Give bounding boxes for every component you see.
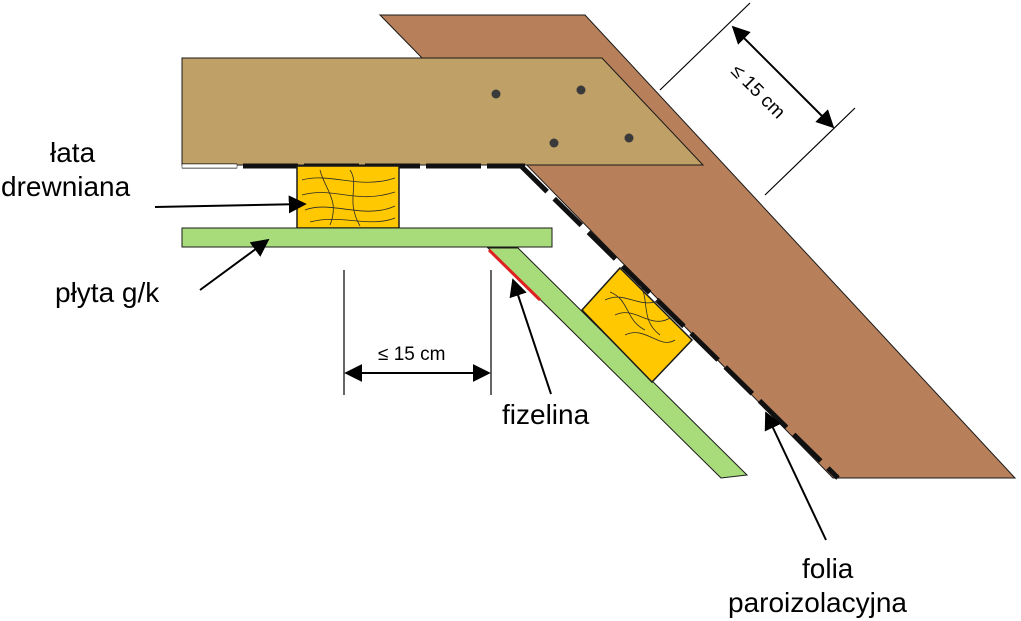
dimension-diagonal [659, 2, 856, 196]
nails [491, 85, 634, 148]
wooden-batten-horizontal [296, 165, 400, 229]
nail [624, 133, 634, 143]
horizontal-beam [181, 57, 705, 166]
label-folia-line2: paroizolacyjna [728, 587, 907, 618]
label-lata-line1: łata [50, 137, 96, 168]
vapor-foil-gap [181, 163, 238, 169]
leader-lata [154, 195, 307, 214]
dimension-horizontal [343, 270, 492, 395]
label-lata-line2: drewniana [1, 171, 131, 202]
label-fizelina: fizelina [502, 399, 590, 430]
nail [549, 138, 559, 148]
label-folia-line1: folia [802, 553, 854, 584]
drywall-sloped [486, 247, 749, 479]
wooden-batten-sloped [580, 266, 694, 384]
vapor-foil-slope [518, 163, 840, 480]
label-dim-horizontal: ≤ 15 cm [378, 344, 445, 365]
leader-folia [764, 411, 827, 541]
label-plyta: płyta g/k [55, 277, 160, 308]
leader-plyta [199, 238, 270, 291]
nail [576, 85, 586, 95]
leader-fizelina [509, 278, 552, 395]
nail [491, 89, 501, 99]
drywall-horizontal [181, 227, 553, 248]
fleece-strip [487, 248, 542, 302]
label-dim-diagonal: ≤ 15 cm [726, 61, 789, 124]
